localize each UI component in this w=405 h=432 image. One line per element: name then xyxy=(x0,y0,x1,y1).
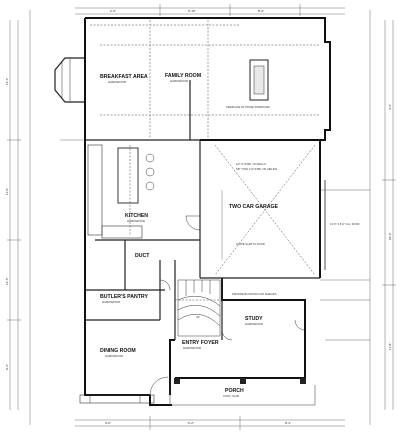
porch-name: PORCH xyxy=(225,388,244,394)
dining-room-name: DINING ROOM xyxy=(100,348,136,354)
dim-top-c: 8'-0" xyxy=(258,9,264,13)
dim-left-b: 11'-0" xyxy=(5,188,9,195)
dim-left-a: 14'-4" xyxy=(5,77,9,85)
dim-top-a: 2'-0" xyxy=(110,9,116,13)
dim-bottom-b: 6'-2" xyxy=(188,421,194,425)
garage-note-a: 1/2" GYP BD. ON WALLS xyxy=(236,162,266,166)
entry-foyer-name: ENTRY FOYER xyxy=(182,340,219,346)
dim-right-b: 10'-4" xyxy=(388,232,392,240)
study-floor: HARDWOOD xyxy=(245,322,264,326)
study-note: PROVIDE BLOCKING FOR SHELVES xyxy=(232,292,277,296)
dim-right-c: 11'-8" xyxy=(388,343,392,350)
kitchen-island xyxy=(87,144,155,239)
breakfast-room-floor: HARDWOOD xyxy=(108,80,127,84)
entry-foyer-floor: HARDWOOD xyxy=(183,346,202,350)
bay-window xyxy=(54,57,85,103)
butlers-pantry-name: BUTLER'S PANTRY xyxy=(100,294,148,300)
stair xyxy=(177,279,221,337)
dim-bottom-a: 4'-0" xyxy=(105,421,111,425)
duct-name: DUCT xyxy=(135,253,150,259)
dim-top-b: 5'-10" xyxy=(188,9,196,13)
dim-left-d: 9'-4" xyxy=(5,364,9,370)
garage-door-note: 16'-0" X 8'-0" O.H. DOOR xyxy=(330,222,360,226)
garage-note-b: 5/8" TYPE X GYP BD. ON CEILING xyxy=(236,167,277,171)
interior-walls xyxy=(85,80,320,340)
kitchen-name: KITCHEN xyxy=(125,213,148,219)
porch-columns xyxy=(79,378,306,404)
dining-room-floor: HARDWOOD xyxy=(105,354,124,358)
porch-note: CONC. SLAB xyxy=(223,394,239,398)
dim-left-c: 12'-6" xyxy=(5,277,9,285)
fireplace xyxy=(249,59,269,101)
family-room-floor: HARDWOOD xyxy=(170,79,189,83)
stair-note: UP xyxy=(196,315,200,319)
dim-right-a: 3'-6" xyxy=(388,104,392,110)
dim-bottom-c: 8'-4" xyxy=(285,421,291,425)
family-room-note: FIREPLACE W/ STONE SURROUND xyxy=(226,105,270,109)
dimension-lines xyxy=(7,4,396,430)
butlers-pantry-floor: HARDWOOD xyxy=(102,300,121,304)
family-room-name: FAMILY ROOM xyxy=(165,73,201,79)
study-name: STUDY xyxy=(245,316,263,322)
garage-name: TWO CAR GARAGE xyxy=(229,204,279,210)
breakfast-room-name: BREAKFAST AREA xyxy=(100,74,148,80)
garage-note-c: SLOPE SLAB TO DOOR xyxy=(236,242,265,246)
kitchen-floor: HARDWOOD xyxy=(127,219,146,223)
ceiling-lines xyxy=(90,20,320,301)
door-swings xyxy=(149,180,326,396)
